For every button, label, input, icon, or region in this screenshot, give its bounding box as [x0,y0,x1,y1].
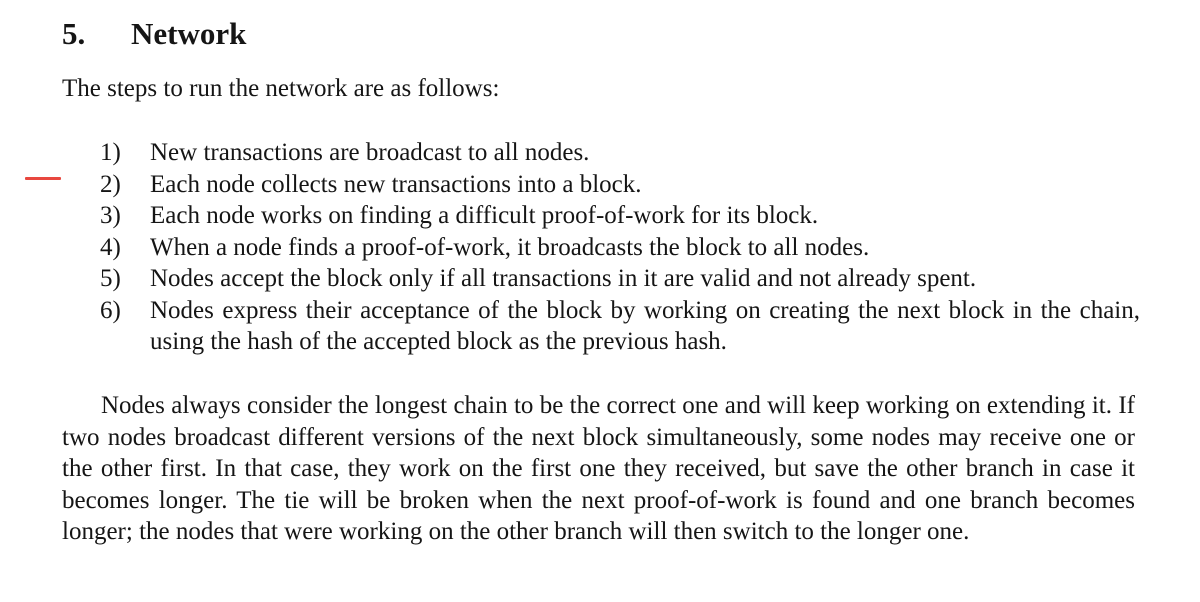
list-item-marker: 3) [100,202,121,229]
list-item: 5) Nodes accept the block only if all tr… [100,263,1140,295]
section-number: 5. [62,16,86,51]
list-item-text: Each node works on finding a difficult p… [150,202,819,229]
list-item: 1) New transactions are broadcast to all… [100,137,1140,169]
list-item-marker: 5) [100,265,121,292]
body-paragraph: Nodes always consider the longest chain … [62,392,1135,546]
list-item-text: When a node finds a proof-of-work, it br… [150,233,870,261]
list-item: 4) When a node finds a proof-of-work, it… [100,232,1140,264]
section-title: Network [131,16,247,51]
steps-list: 1) New transactions are broadcast to all… [100,137,1140,358]
section-heading: 5. Network [62,14,246,54]
list-item: 2) Each node collects new transactions i… [100,169,1140,201]
list-item: 3) Each node works on finding a difficul… [100,200,1140,232]
list-item-text: Each node collects new transactions into… [150,170,642,198]
list-item: 6) Nodes express their acceptance of the… [100,295,1140,358]
red-annotation-mark [25,177,61,180]
intro-text: The steps to run the network are as foll… [62,75,500,102]
list-item-marker: 6) [100,296,121,324]
list-item-text: Nodes accept the block only if all trans… [150,265,977,292]
list-item-text: Nodes express their acceptance of the bl… [150,296,1140,356]
list-item-text: New transactions are broadcast to all no… [150,139,590,166]
list-item-marker: 4) [100,233,121,261]
list-item-marker: 1) [100,139,121,166]
list-item-marker: 2) [100,170,121,198]
